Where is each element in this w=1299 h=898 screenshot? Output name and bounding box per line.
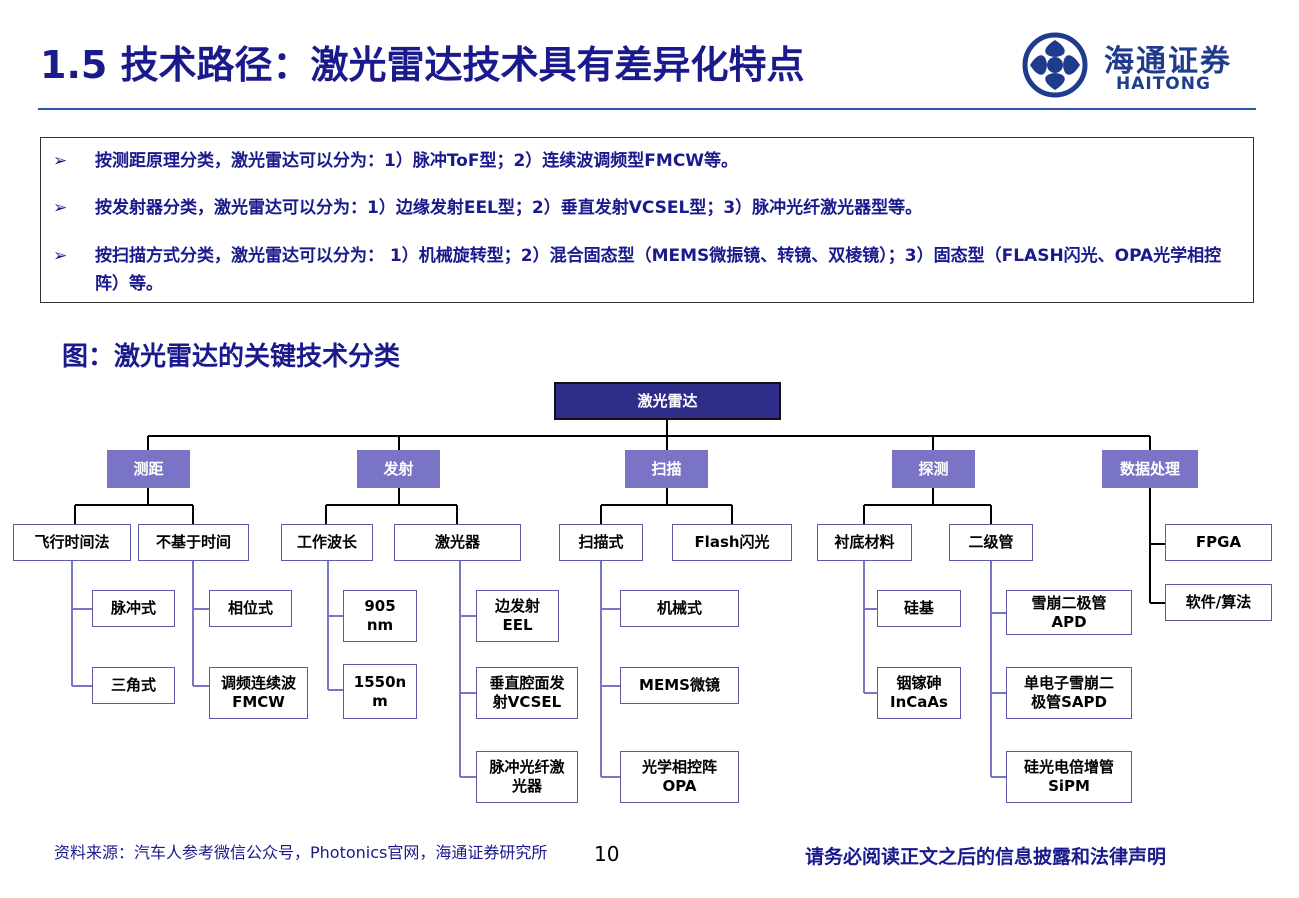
bullet-text: 按测距原理分类，激光雷达可以分为：1）脉冲ToF型；2）连续波调频型FMCW等。 (95, 151, 739, 171)
sub-node-wavelength: 工作波长 (281, 524, 373, 561)
leaf-node-sipm: 硅光电倍增管SiPM (1006, 751, 1132, 803)
leaf-node-mems: MEMS微镜 (620, 667, 739, 704)
arrow-bullet-icon: ➢ (53, 151, 68, 171)
leaf-node-triangulation: 三角式 (92, 667, 175, 704)
category-node-ranging: 测距 (107, 450, 190, 488)
leaf-node-ingaas: 铟镓砷InCaAs (877, 667, 961, 719)
bullet-text: 按发射器分类，激光雷达可以分为：1）边缘发射EEL型；2）垂直发射VCSEL型；… (95, 198, 923, 218)
disclaimer-text: 请务必阅读正文之后的信息披露和法律声明 (805, 846, 1167, 868)
arrow-bullet-icon: ➢ (53, 246, 68, 266)
logo-chinese-text: 海通证券 (1104, 44, 1232, 79)
leaf-node-silicon: 硅基 (877, 590, 961, 627)
category-node-detection: 探测 (892, 450, 975, 488)
haitong-logo: 海通证券 HAITONG (1020, 30, 1250, 100)
sub-node-non-time: 不基于时间 (138, 524, 249, 561)
leaf-node-fmcw: 调频连续波FMCW (209, 667, 308, 719)
header-divider (38, 108, 1256, 110)
leaf-node-905nm: 905 nm (343, 590, 417, 642)
leaf-node-mechanical: 机械式 (620, 590, 739, 627)
leaf-node-phase: 相位式 (209, 590, 292, 627)
leaf-node-pulse: 脉冲式 (92, 590, 175, 627)
leaf-node-eel: 边发射EEL (476, 590, 559, 642)
category-node-processing: 数据处理 (1102, 450, 1198, 488)
leaf-node-fpga: FPGA (1165, 524, 1272, 561)
leaf-node-1550nm: 1550nm (343, 664, 417, 719)
category-node-scanning: 扫描 (625, 450, 708, 488)
sub-node-substrate: 衬底材料 (817, 524, 912, 561)
arrow-bullet-icon: ➢ (53, 198, 68, 218)
leaf-node-apd: 雪崩二极管APD (1006, 590, 1132, 635)
leaf-node-fiber-laser: 脉冲光纤激光器 (476, 751, 578, 803)
logo-english-text: HAITONG (1116, 74, 1211, 94)
page-title: 1.5 技术路径：激光雷达技术具有差异化特点 (40, 43, 805, 87)
sub-node-time-of-flight: 飞行时间法 (13, 524, 131, 561)
sub-node-diode: 二级管 (949, 524, 1033, 561)
sub-node-flash: Flash闪光 (672, 524, 792, 561)
haitong-emblem-icon (1022, 32, 1088, 98)
leaf-node-sapd: 单电子雪崩二极管SAPD (1006, 667, 1132, 719)
leaf-node-software: 软件/算法 (1165, 584, 1272, 621)
summary-box: ➢ 按测距原理分类，激光雷达可以分为：1）脉冲ToF型；2）连续波调频型FMCW… (40, 137, 1254, 303)
page-number: 10 (594, 842, 620, 866)
figure-title: 图：激光雷达的关键技术分类 (62, 342, 401, 372)
sub-node-scanning-type: 扫描式 (559, 524, 643, 561)
tree-root-node: 激光雷达 (554, 382, 781, 420)
leaf-node-opa: 光学相控阵OPA (620, 751, 739, 803)
bullet-text: 按扫描方式分类，激光雷达可以分为： 1）机械旋转型；2）混合固态型（MEMS微振… (95, 246, 1222, 294)
sub-node-laser: 激光器 (394, 524, 521, 561)
category-node-emission: 发射 (357, 450, 440, 488)
source-note: 资料来源：汽车人参考微信公众号，Photonics官网，海通证券研究所 (54, 843, 548, 862)
leaf-node-vcsel: 垂直腔面发射VCSEL (476, 667, 578, 719)
